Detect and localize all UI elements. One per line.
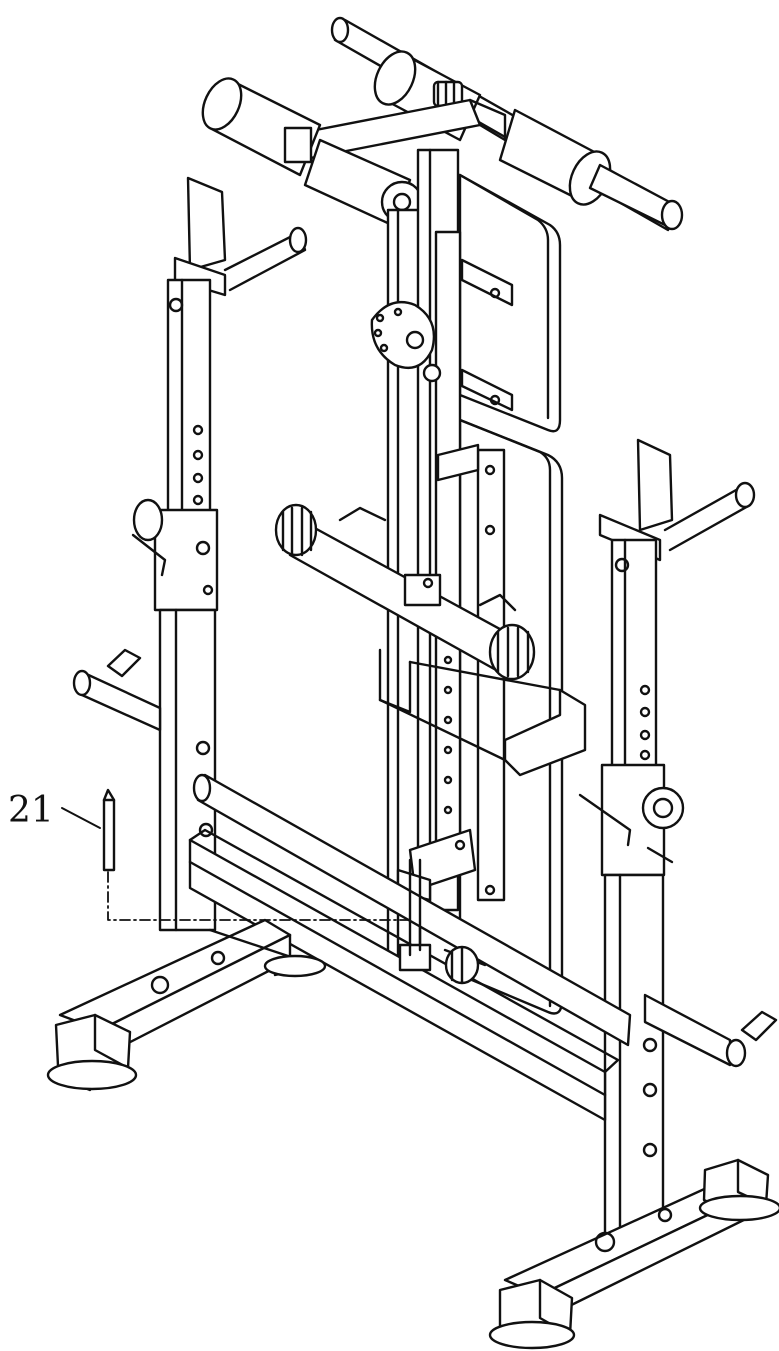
pad-strap	[378, 648, 587, 777]
right-foot	[488, 1158, 779, 1350]
left-upright	[72, 176, 308, 932]
part-number-label: 21	[8, 790, 54, 831]
roller-pad-rear-right	[498, 108, 684, 231]
left-foot	[46, 918, 327, 1092]
backrest-pad-lower	[458, 418, 564, 1015]
base-frame	[188, 773, 632, 1122]
top-roller-assembly	[201, 16, 684, 232]
backrest-pad-upper	[458, 173, 562, 433]
right-upright	[578, 438, 778, 1237]
roller-pad-front-left	[201, 77, 322, 177]
leg-roller-assembly	[274, 503, 536, 681]
leg-roller-end-left	[274, 503, 318, 557]
part-21-callout	[61, 788, 411, 941]
leg-roller-end-right	[488, 623, 536, 681]
angle-adjust-plate	[370, 300, 442, 383]
center-column	[370, 148, 506, 982]
